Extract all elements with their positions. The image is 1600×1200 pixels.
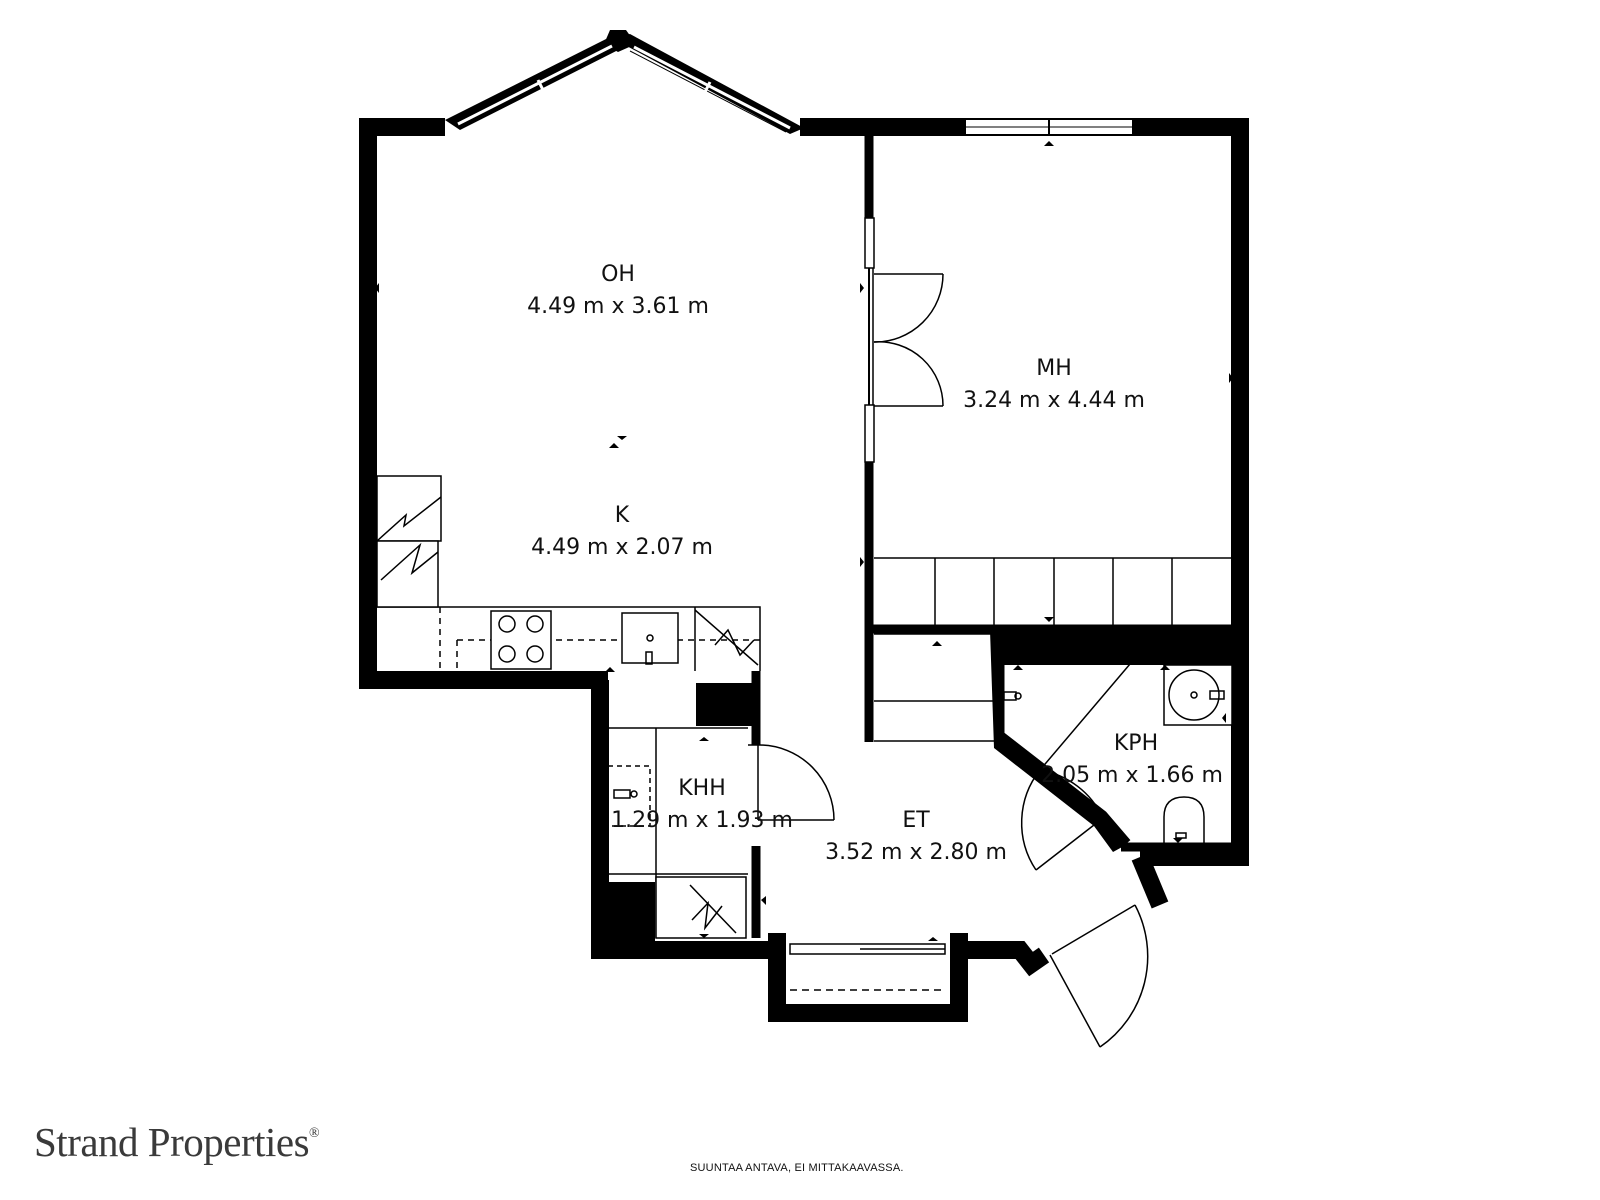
utility-door	[748, 744, 835, 821]
wall-block-kph	[996, 629, 1240, 665]
stove	[490, 610, 552, 670]
dimension-markers	[375, 141, 1233, 941]
room-size-kph: 2.05 m x 1.66 m	[1041, 763, 1223, 788]
utility-fixtures	[607, 727, 748, 939]
toilet	[1163, 796, 1205, 843]
kitchen-sink	[621, 612, 679, 665]
exterior-walls	[359, 118, 1249, 1022]
entry-niche	[789, 943, 946, 991]
room-size-et: 3.52 m x 2.80 m	[825, 840, 1007, 865]
wardrobe	[874, 557, 1231, 625]
room-name-et: ET	[902, 808, 930, 833]
brand-logo: Strand Properties®	[34, 1118, 320, 1166]
room-size-khh: 1.29 m x 1.93 m	[611, 808, 793, 833]
utility-wall-block-low	[600, 882, 655, 950]
kitchen-cabinets	[376, 475, 442, 608]
room-label-k: K 4.49 m x 2.07 m	[531, 503, 713, 560]
kitchen-counter	[377, 606, 761, 671]
room-label-oh: OH 4.49 m x 3.61 m	[527, 262, 709, 319]
room-size-k: 4.49 m x 2.07 m	[531, 535, 713, 560]
room-name-kph: KPH	[1114, 731, 1158, 756]
room-label-mh: MH 3.24 m x 4.44 m	[963, 356, 1145, 413]
scale-disclaimer: SUUNTAA ANTAVA, EI MITTAKAAVASSA.	[690, 1162, 904, 1174]
room-name-mh: MH	[1036, 356, 1072, 381]
shower-tap	[1003, 691, 1022, 701]
room-label-et: ET 3.52 m x 2.80 m	[825, 808, 1007, 865]
room-name-khh: KHH	[678, 776, 726, 801]
room-size-mh: 3.24 m x 4.44 m	[963, 388, 1145, 413]
bathroom-wall-fill	[990, 630, 1124, 852]
fridge-symbol	[694, 609, 759, 666]
double-door-mh	[873, 273, 944, 407]
room-size-oh: 4.49 m x 3.61 m	[527, 294, 709, 319]
bedroom-window	[964, 118, 1134, 136]
bathroom-sink	[1163, 664, 1233, 726]
glass-partition	[864, 217, 875, 463]
room-label-khh: KHH 1.29 m x 1.93 m	[611, 776, 793, 833]
room-name-oh: OH	[601, 262, 635, 287]
entrance-door	[1049, 904, 1149, 1048]
bathroom-glass-wall	[1039, 663, 1131, 771]
room-label-kph: KPH 2.05 m x 1.66 m	[1041, 731, 1223, 788]
bay-window	[445, 30, 804, 134]
utility-wall-block	[696, 683, 756, 726]
storage-niche	[874, 633, 996, 742]
bathroom-door	[1020, 769, 1104, 871]
brand-name: Strand Properties	[34, 1119, 310, 1165]
room-name-k: K	[615, 503, 630, 528]
brand-trademark: ®	[309, 1126, 320, 1142]
